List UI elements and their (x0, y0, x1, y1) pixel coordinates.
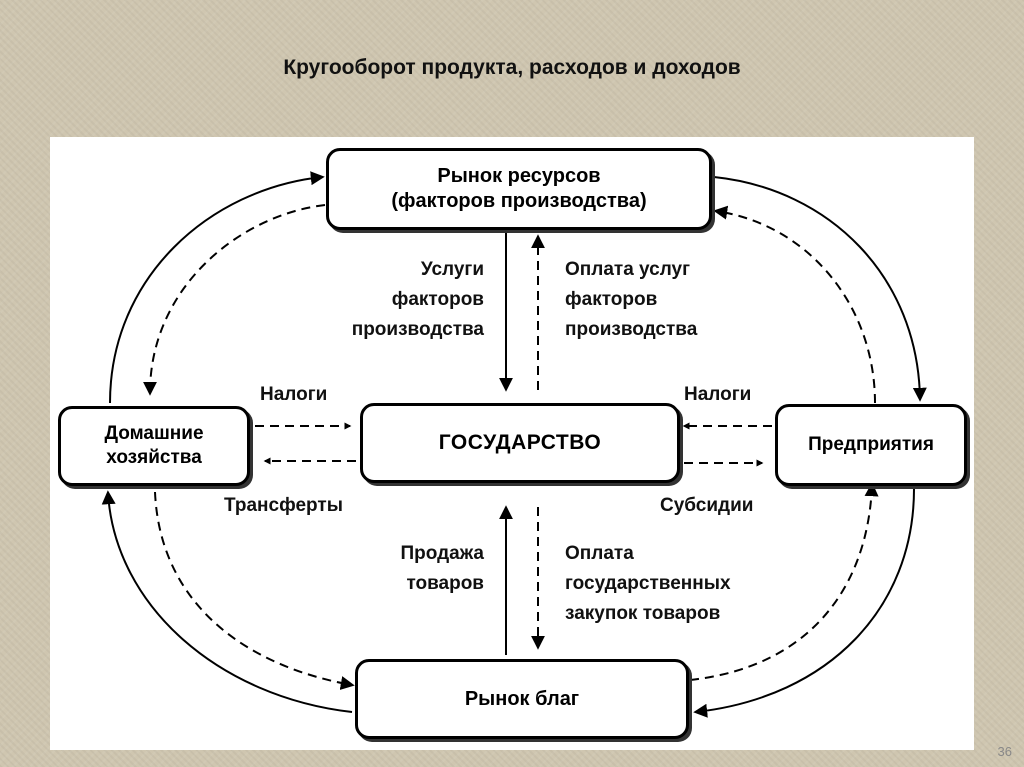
taxes-enterprises-label: Налоги (684, 384, 752, 405)
government-label: ГОСУДАРСТВО (438, 430, 602, 454)
transfers-label: Трансферты (224, 495, 343, 516)
taxes-households-label: Налоги (260, 384, 328, 405)
factor-services-label: Услуги факторов производства (351, 259, 484, 340)
flow-outer-bottom-left (101, 490, 353, 713)
flow-outer-bottom-right (693, 488, 915, 718)
resource-market-line2: (факторов производства) (391, 190, 647, 212)
slide-title: Кругооборот продукта, расходов и доходов (283, 56, 741, 79)
factor-payment-label: Оплата услуг факторов производства (565, 259, 698, 340)
diagram-panel: Рынок ресурсов (факторов производства) Д… (50, 137, 974, 750)
government-box: ГОСУДАРСТВО (360, 403, 680, 483)
goods-market-box: Рынок благ (355, 659, 689, 739)
gov-purchases-label: Оплата государственных закупок товаров (565, 543, 731, 624)
goods-sale-label: Продажа товаров (400, 543, 484, 594)
households-line1: Домашние (104, 423, 204, 445)
resource-market-line1: Рынок ресурсов (437, 165, 601, 187)
flow-outer-top-left (109, 171, 325, 404)
resource-market-box: Рынок ресурсов (факторов производства) (326, 148, 712, 230)
page-number: 36 (997, 744, 1012, 759)
subsidies-label: Субсидии (660, 495, 754, 516)
households-box: Домашние хозяйства (58, 406, 250, 486)
households-line2: хозяйства (106, 447, 202, 468)
enterprises-box: Предприятия (775, 404, 967, 486)
flow-inner-bottom-right (689, 482, 879, 681)
flow-outer-top-right (713, 176, 927, 402)
flow-arrows (101, 171, 927, 718)
goods-market-label: Рынок благ (464, 687, 580, 710)
flow-inner-top-right (713, 205, 876, 404)
flow-inner-top-left (143, 204, 326, 396)
flow-inner-bottom-left (154, 491, 355, 690)
enterprises-label: Предприятия (808, 434, 934, 456)
